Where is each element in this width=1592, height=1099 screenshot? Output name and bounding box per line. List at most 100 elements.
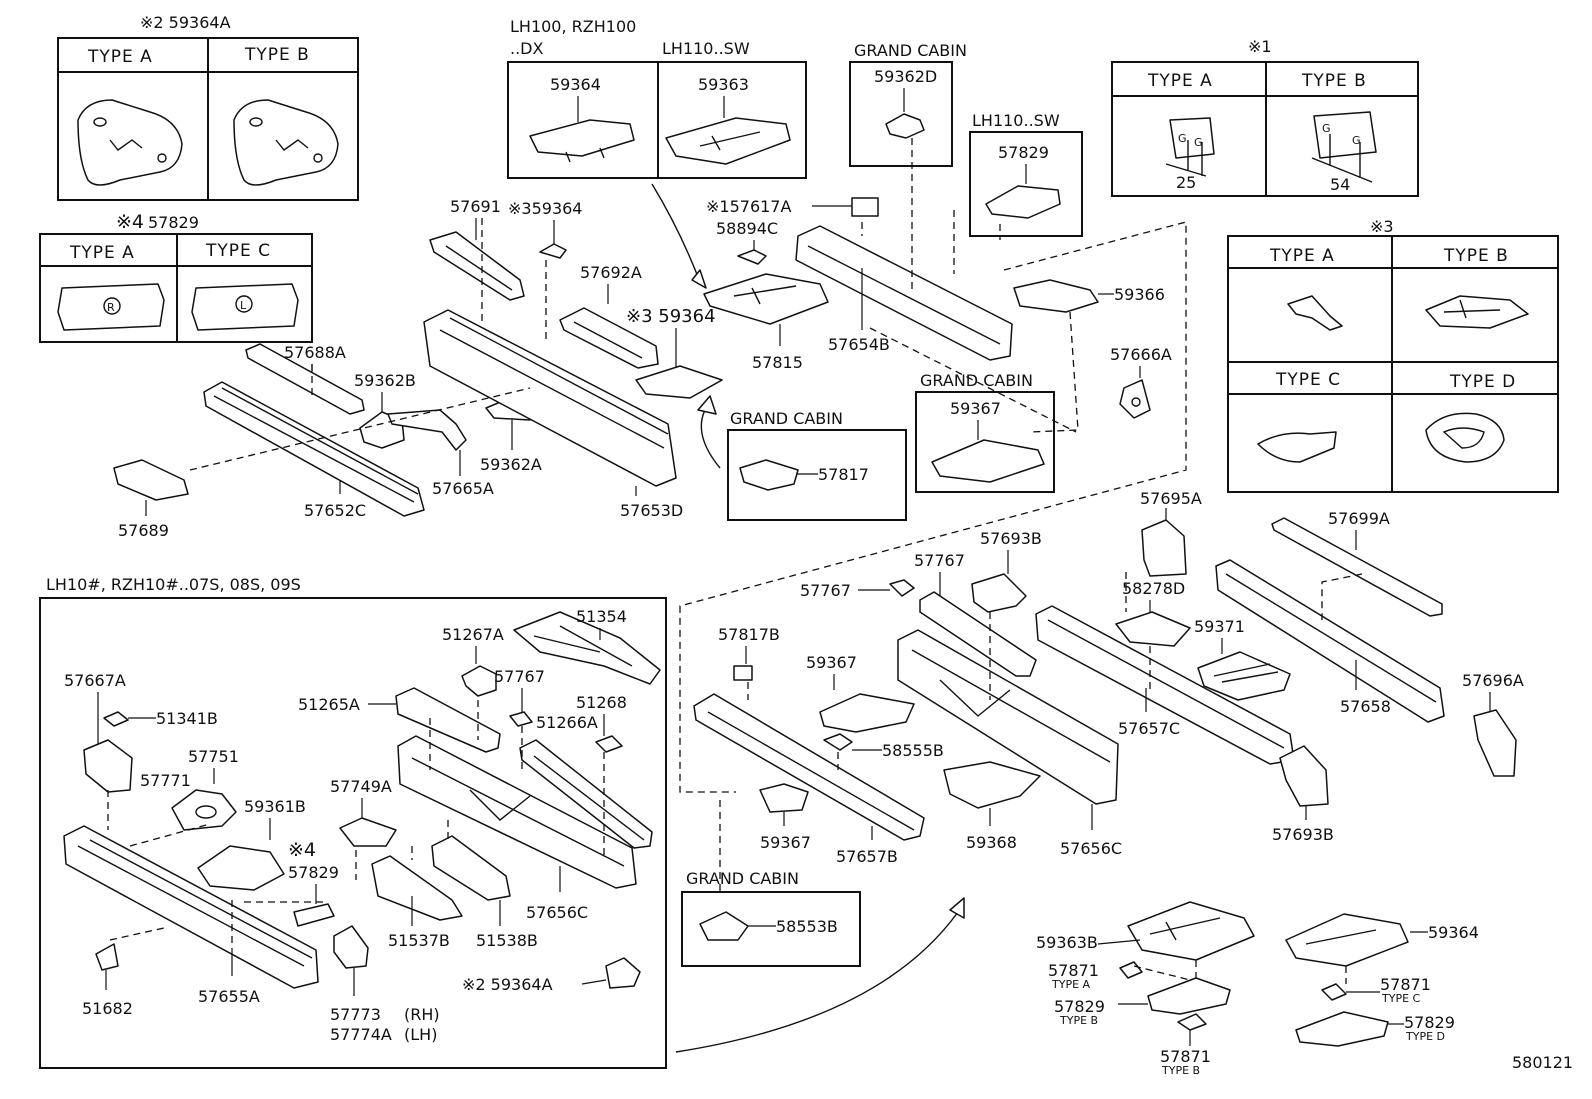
bracket-58894c bbox=[737, 249, 767, 265]
note2-type-a: TYPE A bbox=[87, 47, 153, 67]
bracket-58553b bbox=[699, 911, 749, 941]
model-lh110-sw-2: LH110..SW bbox=[972, 111, 1060, 130]
flow-arrow-2 bbox=[651, 183, 701, 283]
type-b-small-1: TYPE B bbox=[1059, 1014, 1098, 1027]
note1-header: ※1 bbox=[1248, 37, 1272, 56]
member-51537b bbox=[371, 855, 463, 921]
flow-arrow-3 bbox=[675, 911, 959, 1053]
bracket-57771 bbox=[171, 789, 237, 831]
clip-57617a-type-b bbox=[1313, 111, 1377, 159]
bracket-57665a bbox=[387, 409, 467, 451]
clip-57871-a bbox=[1119, 961, 1143, 979]
part-59371: 59371 bbox=[1194, 617, 1245, 636]
part-57654b: 57654B bbox=[828, 335, 890, 354]
note2-header: ※2 59364A bbox=[140, 13, 231, 32]
side-member-57655a bbox=[63, 825, 319, 989]
guide-line-1 bbox=[189, 387, 531, 471]
part-57767b: 57767 bbox=[800, 581, 851, 600]
diagram-id: 580121 bbox=[1512, 1053, 1573, 1072]
part-59366: 59366 bbox=[1114, 285, 1165, 304]
note1-type-a: TYPE A bbox=[1147, 71, 1213, 91]
type-d-small: TYPE D bbox=[1405, 1030, 1445, 1043]
clip-57767b bbox=[889, 579, 915, 597]
bracket-3-59364 bbox=[539, 243, 567, 259]
guide-lines-upper bbox=[311, 138, 1187, 793]
bracket-59364-type-b bbox=[1425, 295, 1529, 329]
part-57817: 57817 bbox=[818, 465, 869, 484]
bracket-57693b-low bbox=[1279, 745, 1329, 807]
member-51265a bbox=[395, 687, 501, 753]
part-57751: 57751 bbox=[188, 747, 239, 766]
note4-mark: ※4 bbox=[116, 211, 144, 233]
bracket-57693b-top bbox=[971, 573, 1027, 613]
part-57658: 57658 bbox=[1340, 697, 1391, 716]
panel-59367-gc bbox=[931, 439, 1045, 483]
panel-59363b bbox=[1127, 901, 1255, 961]
part-3-59364b: ※3 59364 bbox=[626, 306, 716, 327]
member-57767a bbox=[919, 591, 1037, 677]
part-59367-mid: 59367 bbox=[806, 653, 857, 672]
clip-57617a bbox=[851, 197, 879, 217]
svg-text:G: G bbox=[1352, 134, 1361, 147]
grand-cabin-label-2: GRAND CABIN bbox=[730, 409, 843, 428]
panel-59368 bbox=[943, 761, 1041, 809]
part-57653d: 57653D bbox=[620, 501, 683, 520]
clip-57871-c bbox=[1321, 983, 1347, 1001]
bracket-57773 bbox=[333, 925, 369, 969]
plate-57829-type-a bbox=[57, 283, 165, 331]
plate-57829-sw bbox=[985, 185, 1061, 219]
part-59362d: 59362D bbox=[874, 67, 937, 86]
part-57666a: 57666A bbox=[1110, 345, 1172, 364]
part-59367-low: 59367 bbox=[760, 833, 811, 852]
part-51537b: 51537B bbox=[388, 931, 450, 950]
plate-57829-b bbox=[1147, 977, 1231, 1015]
svg-text:G: G bbox=[1178, 132, 1187, 145]
member-57699a bbox=[1271, 517, 1443, 617]
grand-cabin-box-1 bbox=[849, 61, 953, 167]
part-51265a: 51265A bbox=[298, 695, 360, 714]
side-member-57654b bbox=[795, 225, 1013, 361]
part-57695a: 57695A bbox=[1140, 489, 1202, 508]
member-51538b bbox=[431, 835, 511, 901]
svg-text:G: G bbox=[1194, 136, 1203, 149]
part-57767a: 57767 bbox=[914, 551, 965, 570]
note4-header: 57829 bbox=[148, 213, 199, 232]
part-57773: 57773 bbox=[330, 1005, 381, 1024]
bracket-59362d bbox=[885, 113, 925, 139]
part-58278d: 58278D bbox=[1122, 579, 1185, 598]
part-57655a: 57655A bbox=[198, 987, 260, 1006]
part-2-59364a: ※2 59364A bbox=[462, 975, 553, 994]
part-59363-top: 59363 bbox=[698, 75, 749, 94]
part-59367-gc: 59367 bbox=[950, 399, 1001, 418]
part-57774a: 57774A bbox=[330, 1025, 392, 1044]
panel-59364-br bbox=[1285, 913, 1409, 967]
member-57688a bbox=[245, 343, 365, 415]
part-59368: 59368 bbox=[966, 833, 1017, 852]
label-rh: (RH) bbox=[404, 1005, 440, 1024]
guide-lines-br bbox=[1133, 960, 1347, 984]
clip-57767c bbox=[509, 711, 533, 727]
part-57667a: 57667A bbox=[64, 671, 126, 690]
label-lh: (LH) bbox=[404, 1025, 437, 1044]
bracket-51682 bbox=[95, 943, 119, 971]
plate-57829-low bbox=[293, 903, 335, 927]
lower-box-title: LH10#, RZH10#..07S, 08S, 09S bbox=[46, 575, 301, 594]
part-51538b: 51538B bbox=[476, 931, 538, 950]
part-57652c: 57652C bbox=[304, 501, 366, 520]
bracket-59364-type-d bbox=[1425, 412, 1505, 463]
part-57692a: 57692A bbox=[580, 263, 642, 282]
part-57829-b: 57829 bbox=[1054, 997, 1105, 1016]
flow-arrow-1 bbox=[700, 407, 721, 469]
part-57689: 57689 bbox=[118, 521, 169, 540]
plate-57829-type-c bbox=[191, 283, 299, 331]
guide-lines-lower bbox=[107, 700, 605, 946]
floor-panel-57815 bbox=[703, 273, 829, 325]
clip-51341b bbox=[103, 711, 129, 727]
bracket-57696a bbox=[1473, 709, 1517, 777]
part-57829-sw: 57829 bbox=[998, 143, 1049, 162]
part-57829-low: 57829 bbox=[288, 863, 339, 882]
lh110-sw-box bbox=[969, 131, 1083, 237]
part-57871-b: 57871 bbox=[1160, 1047, 1211, 1066]
part-51341b: 51341B bbox=[156, 709, 218, 728]
bracket-57695a bbox=[1141, 519, 1187, 577]
